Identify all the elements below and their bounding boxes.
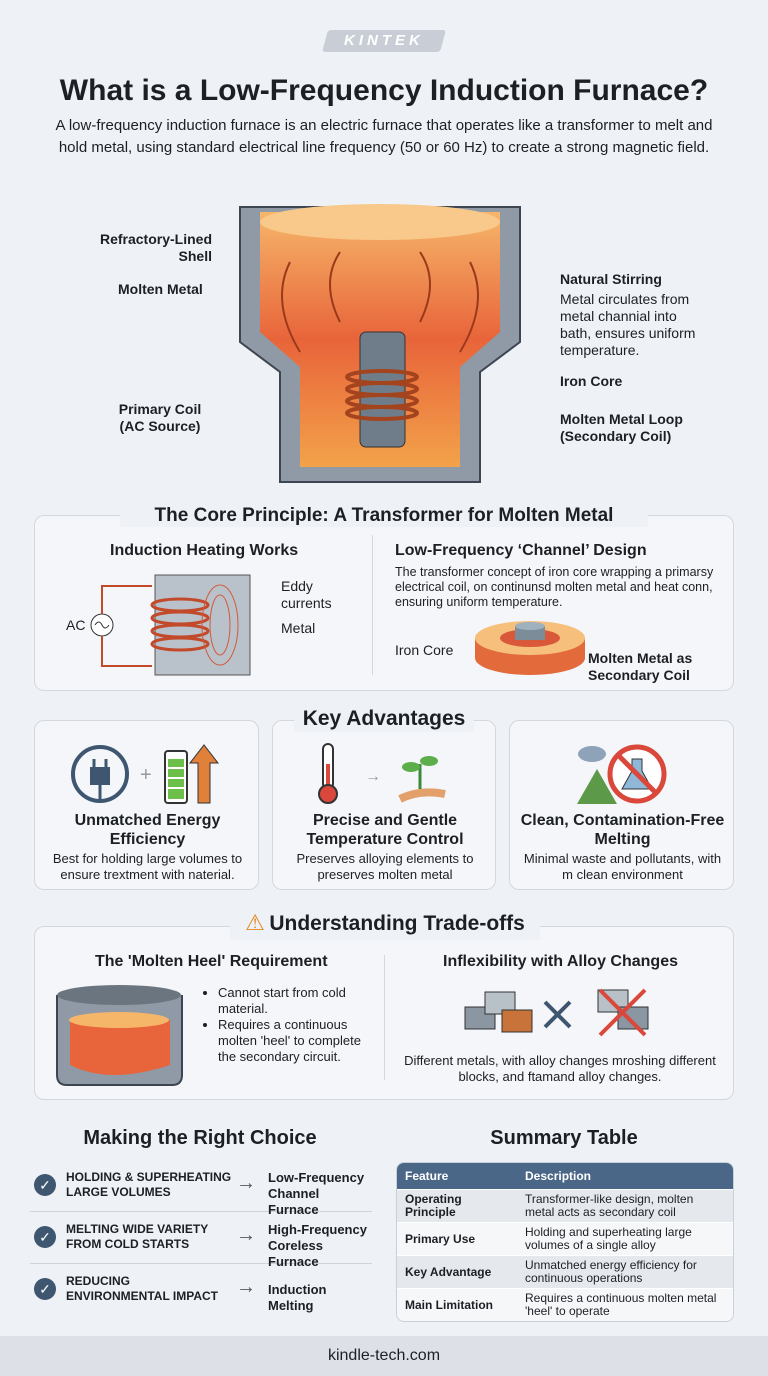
column-header: Description — [517, 1163, 733, 1190]
label-refractory: Refractory-Lined Shell — [99, 231, 212, 264]
advantage-card-energy: + Unmatched Energy Efficiency Best for h… — [34, 720, 259, 890]
advantage-title: Clean, Contamination-Free Melting — [520, 812, 725, 848]
brand-logo: KINTEK — [322, 30, 446, 52]
svg-text:→: → — [365, 768, 381, 785]
label-metal-loop: Molten Metal Loop (Secondary Coil) — [560, 411, 683, 444]
check-icon: ✓ — [34, 1278, 56, 1300]
advantage-card-clean: Clean, Contamination-Free Melting Minima… — [509, 720, 734, 890]
label-metal: Metal — [281, 620, 316, 636]
tradeoffs-title: Understanding Trade-offs — [269, 912, 525, 935]
brand-text: KINTEK — [344, 32, 424, 49]
no-pollution-icon — [577, 744, 667, 804]
core-principle-title: The Core Principle: A Transformer for Mo… — [120, 503, 648, 527]
thermometer-plant-icon: → — [318, 743, 446, 804]
molten-heel-title: The 'Molten Heel' Requirement — [95, 953, 328, 970]
choice-need: MELTING WIDE VARIETY FROM COLD STARTS — [66, 1222, 209, 1251]
choice-row: ✓ MELTING WIDE VARIETY FROM COLD STARTS … — [30, 1212, 372, 1269]
core-principle-panel — [34, 515, 734, 691]
cell: Key Advantage — [397, 1255, 517, 1289]
plug-battery-icon: + — [71, 744, 220, 804]
label-molten-metal: Molten Metal — [118, 281, 203, 297]
check-icon: ✓ — [34, 1226, 56, 1248]
bullet: Requires a continuous molten 'heel' to c… — [218, 1017, 374, 1065]
channel-ring-illustration — [475, 621, 585, 675]
tradeoffs-heading: ⚠ Understanding Trade-offs — [230, 910, 540, 940]
induction-heating-title: Induction Heating Works — [110, 542, 299, 559]
alloy-desc: Different metals, with alloy changes mro… — [404, 1053, 716, 1084]
advantage-title: Precise and Gentle Temperature Control — [306, 812, 464, 848]
choice-title: Making the Right Choice — [83, 1127, 317, 1149]
heel-bullets: Cannot start from cold material. Require… — [204, 985, 374, 1065]
divider — [372, 535, 373, 675]
crucible-heel-illustration — [56, 985, 183, 1086]
advantage-title: Unmatched Energy Efficiency — [74, 812, 221, 848]
induction-heating-illustration — [90, 574, 251, 676]
choice-need: HOLDING & SUPERHEATING LARGE VOLUMES — [66, 1170, 232, 1199]
summary-title: Summary Table — [490, 1127, 638, 1149]
cell: Unmatched energy efficiency for continuo… — [517, 1255, 733, 1289]
stirring-desc: Metal circulates from metal channial int… — [560, 291, 696, 358]
divider — [384, 955, 385, 1080]
label-natural-stirring: Natural Stirring — [560, 271, 662, 287]
advantage-desc: Minimal waste and pollutants, with m cle… — [523, 851, 722, 882]
advantage-card-temperature: → Precise and Gentle Temperature Control… — [272, 720, 496, 890]
choice-row: ✓ HOLDING & SUPERHEATING LARGE VOLUMES →… — [30, 1160, 372, 1217]
arrow-right-icon: → — [236, 1224, 256, 1246]
svg-text:+: + — [140, 764, 152, 786]
check-icon: ✓ — [34, 1174, 56, 1196]
advantages-title: Key Advantages — [294, 706, 474, 732]
footer-url[interactable]: kindle-tech.com — [0, 1336, 768, 1376]
label-eddy-currents: Eddy currents — [281, 578, 332, 611]
cell: Transformer-like design, molten metal ac… — [517, 1189, 733, 1223]
cell: Requires a continuous molten metal 'heel… — [517, 1288, 733, 1321]
channel-design-title: Low-Frequency ‘Channel’ Design — [395, 542, 647, 559]
advantage-desc: Best for holding large volumes to ensure… — [52, 851, 243, 882]
page-title: What is a Low-Frequency Induction Furnac… — [59, 74, 709, 107]
label-primary-coil: Primary Coil (AC Source) — [118, 401, 202, 434]
alloy-title: Inflexibility with Alloy Changes — [443, 953, 678, 970]
choice-result: Low-Frequency Channel Furnace — [268, 1170, 365, 1217]
advantage-desc: Preserves alloying elements to preserves… — [296, 851, 474, 882]
column-header: Feature — [397, 1163, 517, 1190]
cell: Main Limitation — [397, 1288, 517, 1321]
bullet: Cannot start from cold material. — [218, 985, 374, 1017]
cell: Primary Use — [397, 1222, 517, 1256]
arrow-right-icon: → — [236, 1276, 256, 1298]
label-secondary-coil: Molten Metal as Secondary Coil — [588, 650, 693, 683]
choice-result: High-Frequency Coreless Furnace — [268, 1222, 367, 1269]
choice-need: REDUCING ENVIRONMENTAL IMPACT — [66, 1274, 218, 1303]
label-iron-core: Iron Core — [560, 373, 623, 389]
page-subtitle: A low-frequency induction furnace is an … — [55, 117, 713, 156]
label-iron-core-2: Iron Core — [395, 642, 454, 658]
label-ac: AC — [66, 617, 86, 633]
furnace-illustration — [239, 204, 521, 483]
channel-design-desc: The transformer concept of iron core wra… — [395, 565, 714, 609]
choice-row: ✓ REDUCING ENVIRONMENTAL IMPACT → Induct… — [30, 1264, 372, 1316]
arrow-right-icon: → — [236, 1172, 256, 1194]
alloy-blocks-illustration — [464, 988, 649, 1037]
cell: Holding and superheating large volumes o… — [517, 1222, 733, 1256]
cell: Operating Principle — [397, 1189, 517, 1223]
choice-result: Induction Melting — [268, 1282, 327, 1313]
warning-icon: ⚠ — [245, 910, 265, 935]
